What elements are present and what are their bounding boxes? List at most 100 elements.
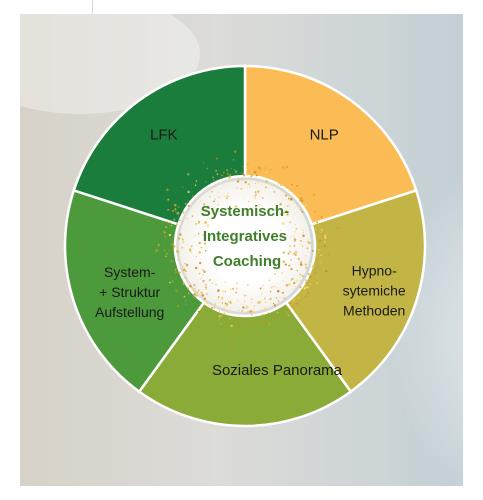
segment-label-soziales-line-1: Soziales Panorama	[212, 362, 343, 379]
sparkle-dot	[186, 200, 188, 202]
sparkle-dot	[261, 204, 263, 206]
sparkle-dot	[179, 257, 181, 259]
segment-label-lfk: LFK	[150, 126, 178, 143]
sparkle-dot	[182, 265, 184, 268]
sparkle-dot	[294, 213, 296, 215]
sparkle-dot	[223, 312, 226, 315]
sparkle-dot	[289, 221, 292, 224]
sparkle-dot	[177, 251, 180, 254]
sparkle-dot	[236, 287, 238, 290]
sparkle-dot	[320, 254, 323, 257]
sparkle-dot	[279, 202, 282, 206]
sparkle-dot	[323, 240, 326, 243]
sparkle-dot	[257, 181, 260, 184]
sparkle-dot	[223, 171, 225, 174]
sparkle-dot	[220, 174, 223, 177]
sparkle-dot	[181, 211, 185, 214]
sparkle-dot	[310, 202, 312, 205]
sparkle-dot	[174, 208, 177, 211]
sparkle-dot	[255, 174, 258, 177]
sparkle-dot	[294, 224, 296, 226]
sparkle-dot	[187, 190, 190, 194]
sparkle-dot	[188, 237, 190, 239]
sparkle-dot	[281, 166, 285, 169]
sparkle-dot	[295, 204, 298, 206]
sparkle-dot	[289, 236, 291, 238]
sparkle-dot	[222, 175, 224, 177]
sparkle-dot	[308, 241, 311, 245]
sparkle-dot	[175, 278, 177, 279]
sparkle-dot	[258, 203, 260, 206]
sparkle-dot	[300, 243, 302, 245]
sparkle-dot	[323, 212, 326, 216]
sparkle-dot	[237, 309, 239, 311]
sparkle-dot	[195, 294, 198, 297]
sparkle-dot	[263, 176, 265, 178]
sparkle-dot	[258, 166, 261, 169]
sparkle-dot	[233, 206, 235, 208]
sparkle-dot	[229, 288, 232, 291]
sparkle-dot	[230, 324, 233, 328]
sparkle-dot	[184, 202, 187, 205]
sparkle-dot	[287, 252, 290, 255]
sparkle-dot	[289, 302, 292, 305]
sparkle-dot	[306, 286, 309, 289]
sparkle-dot	[276, 311, 279, 314]
sparkle-dot	[231, 287, 235, 290]
sparkle-dot	[229, 174, 232, 177]
sparkle-dot	[155, 249, 158, 252]
sparkle-dot	[268, 279, 271, 282]
sparkle-dot	[204, 242, 207, 245]
sparkle-dot	[279, 229, 282, 232]
sparkle-dot	[296, 269, 299, 272]
sparkle-dot	[206, 224, 210, 227]
sparkle-dot	[311, 249, 315, 253]
sparkle-dot	[215, 169, 218, 172]
sparkle-dot	[192, 288, 195, 291]
sparkle-dot	[234, 170, 238, 173]
sparkle-dot	[204, 288, 208, 291]
sparkle-dot	[267, 312, 269, 314]
sparkle-dot	[201, 278, 203, 280]
sparkle-dot	[323, 245, 326, 248]
sparkle-dot	[252, 310, 256, 314]
sparkle-dot	[179, 233, 182, 236]
sparkle-dot	[290, 259, 292, 261]
sparkle-dot	[224, 291, 227, 293]
sparkle-dot	[235, 282, 239, 285]
sparkle-dot	[282, 260, 286, 264]
sparkle-dot	[263, 168, 265, 169]
segment-label-soziales: Soziales Panorama	[212, 362, 343, 379]
sparkle-dot	[320, 235, 324, 238]
sparkle-dot	[261, 293, 263, 295]
sparkle-dot	[300, 260, 302, 262]
sparkle-dot	[240, 187, 243, 190]
sparkle-dot	[277, 300, 280, 302]
sparkle-dot	[182, 220, 185, 222]
sparkle-dot	[316, 258, 318, 260]
sparkle-dot	[199, 200, 201, 202]
sparkle-dot	[242, 173, 244, 175]
sparkle-dot	[279, 312, 281, 314]
sparkle-dot	[210, 303, 212, 305]
sparkle-dot	[285, 165, 289, 169]
sparkle-dot	[324, 236, 327, 239]
sparkle-dot	[261, 314, 264, 317]
sparkle-dot	[293, 281, 296, 285]
sparkle-dot	[188, 285, 190, 287]
sparkle-dot	[169, 221, 171, 224]
sparkle-dot	[318, 248, 321, 251]
sparkle-dot	[293, 230, 296, 233]
center-label-line-3: Coaching	[213, 253, 281, 270]
sparkle-dot	[233, 320, 236, 322]
sparkle-dot	[297, 206, 299, 208]
sparkle-dot	[178, 219, 181, 222]
segment-label-system-line-1: System-	[104, 264, 156, 280]
sparkle-dot	[170, 224, 173, 227]
sparkle-dot	[202, 234, 204, 236]
sparkle-dot	[212, 211, 215, 213]
sparkle-dot	[279, 213, 282, 216]
sparkle-dot	[304, 204, 307, 207]
sparkle-dot	[305, 281, 307, 284]
